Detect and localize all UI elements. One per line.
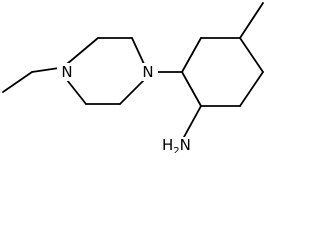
bond-amine xyxy=(183,105,202,138)
n1-label-background xyxy=(57,63,77,81)
amine-label-background xyxy=(160,137,191,153)
amine-h-label: H xyxy=(162,136,173,153)
amine-subscript: 2 xyxy=(173,146,179,153)
amine-label: H2N xyxy=(162,136,191,153)
bond-bottom-n1 xyxy=(66,79,87,105)
bond-top-n2 xyxy=(131,37,145,65)
bond-ring-c4-c5 xyxy=(239,71,264,107)
bond-n2-lower xyxy=(119,79,145,105)
molecule-structure: N N H2N xyxy=(2,2,264,153)
nitrogen-2-label: N xyxy=(142,63,153,81)
bond-ethyl-terminal xyxy=(2,71,33,93)
n2-label-background xyxy=(138,63,158,81)
nitrogen-1-label: N xyxy=(61,63,72,81)
bond-ring-c6-c1 xyxy=(181,71,202,107)
bond-methyl xyxy=(239,2,264,39)
bond-ring-c1-c2 xyxy=(181,37,202,73)
bond-ethyl-to-n1 xyxy=(31,67,60,73)
bond-n1-upper xyxy=(66,37,99,65)
amine-n-label: N xyxy=(180,136,191,153)
bond-ring-c3-c4 xyxy=(239,37,264,73)
